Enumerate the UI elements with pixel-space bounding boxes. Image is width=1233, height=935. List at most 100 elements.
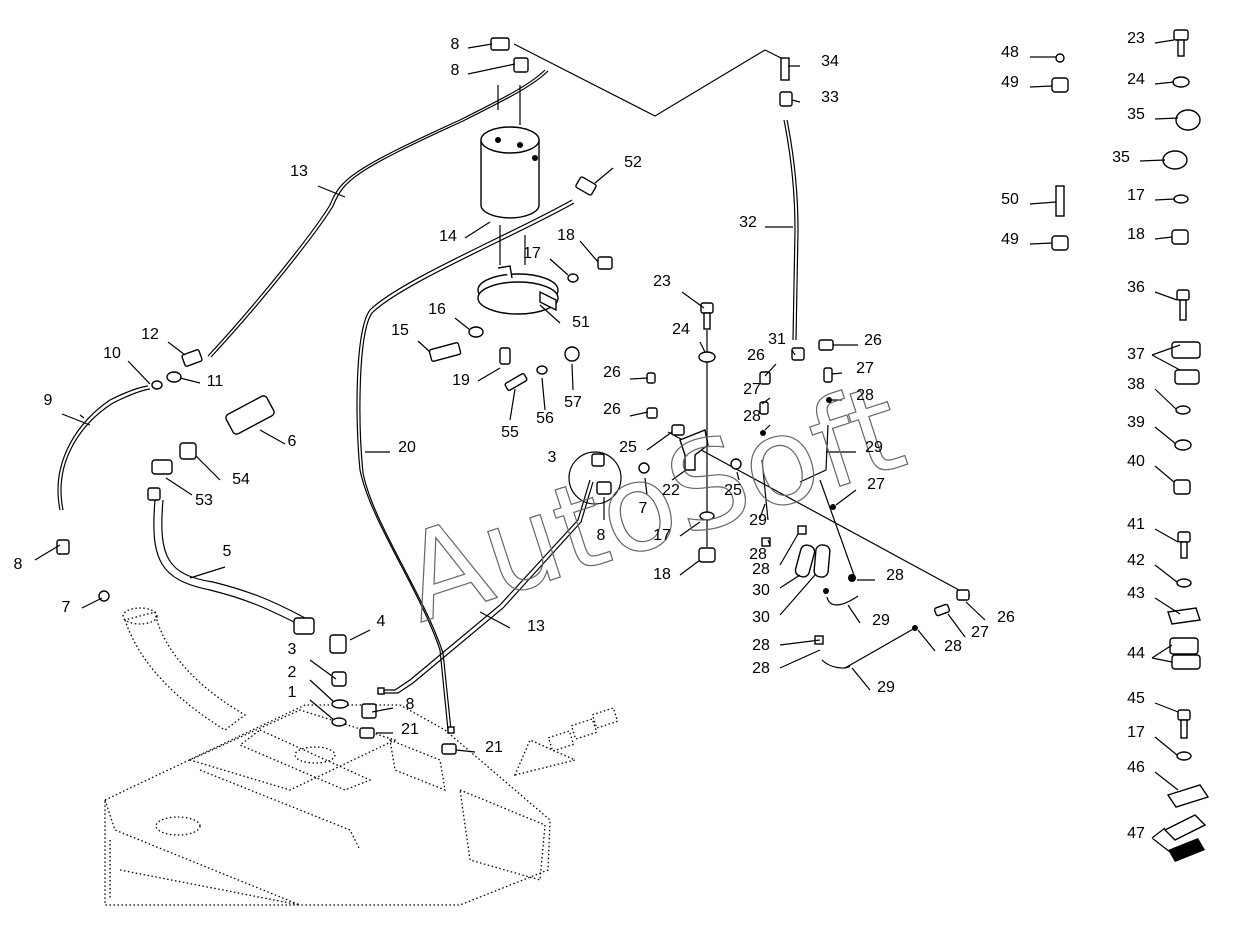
callout-label: 21	[401, 721, 419, 738]
callout-label: 49	[1001, 231, 1019, 248]
fuel-lines	[57, 43, 971, 731]
callout-label: 33	[821, 89, 839, 106]
callout-label: 26	[603, 401, 621, 418]
callout-label: 34	[821, 53, 839, 70]
direction-arrow	[513, 707, 619, 776]
callout-label: 13	[527, 618, 545, 635]
callout-label: 22	[662, 482, 680, 499]
callout-label: 26	[747, 347, 765, 364]
callout-label: 26	[603, 364, 621, 381]
callout-label: 47	[1127, 825, 1145, 842]
callout-label: 6	[288, 433, 297, 450]
callout-label: 45	[1127, 690, 1145, 707]
callout-label: 29	[877, 679, 895, 696]
callout-label: 17	[653, 527, 671, 544]
watermark: AutoSoft	[386, 359, 919, 650]
callout-label: 21	[485, 739, 503, 756]
callout-label: 4	[377, 613, 386, 630]
callout-label: 24	[672, 321, 690, 338]
callout-label: 1	[288, 684, 297, 701]
leader-lines	[34, 39, 1181, 853]
callout-label: 28	[856, 387, 874, 404]
callout-label: 44	[1127, 645, 1145, 662]
callout-label: 14	[439, 228, 457, 245]
callout-label: 27	[856, 360, 874, 377]
callout-label: 3	[288, 641, 297, 658]
callout-label: 28	[752, 561, 770, 578]
callout-label: 28	[944, 638, 962, 655]
callout-label: 35	[1127, 106, 1145, 123]
callout-label: 17	[1127, 724, 1145, 741]
callout-label: 10	[103, 345, 121, 362]
callout-label: 37	[1127, 346, 1145, 363]
fuel-filter-canister	[480, 126, 540, 219]
callout-label: 5	[223, 543, 232, 560]
callout-label: 27	[971, 624, 989, 641]
filter-bracket	[477, 265, 559, 315]
callout-label: 23	[653, 273, 671, 290]
callout-label: 8	[14, 556, 23, 573]
callout-label: 31	[768, 331, 786, 348]
callout-label: 17	[1127, 187, 1145, 204]
callout-label: 29	[872, 612, 890, 629]
callout-label: 38	[1127, 376, 1145, 393]
callout-label: 26	[864, 332, 882, 349]
callout-label: 8	[406, 696, 415, 713]
callout-label: 55	[501, 424, 519, 441]
callout-label: 17	[523, 245, 541, 262]
callout-label: 3	[548, 449, 557, 466]
callout-label: 23	[1127, 30, 1145, 47]
callout-label: 57	[564, 394, 582, 411]
callout-label: 32	[739, 214, 757, 231]
callout-label: 18	[653, 566, 671, 583]
callout-label: 41	[1127, 516, 1145, 533]
callout-label: 8	[451, 62, 460, 79]
callout-label: 18	[1127, 226, 1145, 243]
callout-label: 42	[1127, 552, 1145, 569]
callout-label: 52	[624, 154, 642, 171]
callout-label: 25	[619, 439, 637, 456]
fuel-tank	[104, 607, 551, 906]
callout-label: 36	[1127, 279, 1145, 296]
callout-label: 9	[44, 392, 53, 409]
fittings	[56, 29, 1210, 862]
callout-label: 28	[752, 637, 770, 654]
callout-label: 25	[724, 482, 742, 499]
callout-label: 11	[207, 373, 224, 390]
callout-label: 12	[141, 326, 159, 343]
callout-label: 49	[1001, 74, 1019, 91]
callout-label: 48	[1001, 44, 1019, 61]
callout-label: 7	[62, 599, 71, 616]
callout-label: 28	[752, 660, 770, 677]
callout-label: 28	[743, 408, 761, 425]
callout-label: 7	[639, 500, 648, 517]
callout-label: 56	[536, 410, 554, 427]
callout-label: 29	[865, 439, 883, 456]
callout-label: 24	[1127, 71, 1145, 88]
callout-label: 28	[749, 546, 767, 563]
callout-label: 46	[1127, 759, 1145, 776]
callout-label: 54	[232, 471, 250, 488]
callout-label: 50	[1001, 191, 1019, 208]
callout-label: 39	[1127, 414, 1145, 431]
callout-label: 8	[451, 36, 460, 53]
callout-label: 27	[743, 381, 761, 398]
callout-label: 18	[557, 227, 575, 244]
callout-label: 51	[572, 314, 590, 331]
callout-label: 28	[886, 567, 904, 584]
callout-label: 2	[288, 664, 297, 681]
callout-label: 20	[398, 439, 416, 456]
callout-label: 30	[752, 582, 770, 599]
callout-label: 26	[997, 609, 1015, 626]
callout-label: 40	[1127, 453, 1145, 470]
callout-label: 29	[749, 512, 767, 529]
callout-label: 53	[195, 492, 213, 509]
callout-label: 30	[752, 609, 770, 626]
callout-label: 35	[1112, 149, 1130, 166]
callout-label: 13	[290, 163, 308, 180]
callout-label: 16	[428, 301, 446, 318]
callout-label: 27	[867, 476, 885, 493]
callout-label: 43	[1127, 585, 1145, 602]
